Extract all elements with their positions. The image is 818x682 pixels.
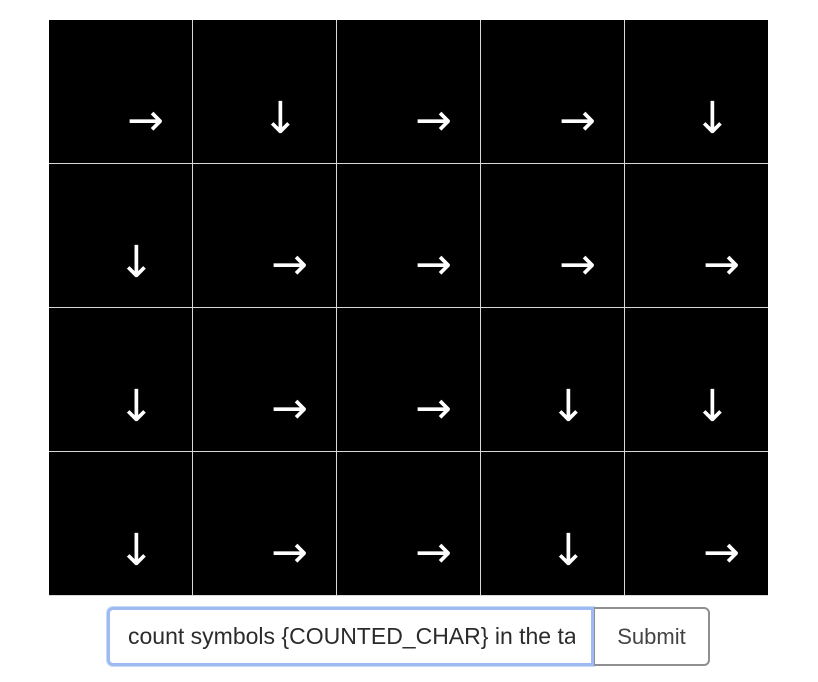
arrow-down-icon: ↓ xyxy=(550,381,587,432)
arrow-right-icon: → xyxy=(127,95,164,146)
grid-cell[interactable]: ↓ xyxy=(481,308,624,451)
arrow-down-icon: ↓ xyxy=(694,381,731,432)
arrow-down-icon: ↓ xyxy=(118,237,155,288)
arrow-down-icon: ↓ xyxy=(262,93,299,144)
answer-form: Submit xyxy=(107,607,710,666)
grid-cell[interactable]: → xyxy=(193,452,336,595)
grid-cell[interactable]: ↓ xyxy=(49,164,192,307)
grid-cell[interactable]: → xyxy=(625,452,768,595)
arrow-right-icon: → xyxy=(271,383,308,434)
arrow-right-icon: → xyxy=(559,239,596,290)
grid-cell[interactable]: ↓ xyxy=(625,20,768,163)
arrow-down-icon: ↓ xyxy=(694,93,731,144)
grid-cell[interactable]: → xyxy=(481,20,624,163)
grid-cell[interactable]: → xyxy=(337,452,480,595)
grid-cell[interactable]: → xyxy=(337,20,480,163)
submit-button[interactable]: Submit xyxy=(594,607,710,666)
grid-cell[interactable]: ↓ xyxy=(49,452,192,595)
grid-cell[interactable]: ↓ xyxy=(481,452,624,595)
arrow-right-icon: → xyxy=(703,239,740,290)
symbol-grid: → ↓ → → ↓ ↓ → → → → ↓ → → ↓ ↓ ↓ → → ↓ → xyxy=(49,20,768,596)
arrow-right-icon: → xyxy=(703,527,740,578)
arrow-right-icon: → xyxy=(415,527,452,578)
arrow-down-icon: ↓ xyxy=(550,525,587,576)
arrow-right-icon: → xyxy=(559,95,596,146)
grid-cell[interactable]: → xyxy=(337,164,480,307)
grid-cell[interactable]: ↓ xyxy=(193,20,336,163)
arrow-right-icon: → xyxy=(415,383,452,434)
answer-input[interactable] xyxy=(107,607,594,666)
arrow-right-icon: → xyxy=(271,527,308,578)
grid-cell[interactable]: ↓ xyxy=(625,308,768,451)
arrow-down-icon: ↓ xyxy=(118,525,155,576)
grid-cell[interactable]: → xyxy=(193,308,336,451)
arrow-right-icon: → xyxy=(271,239,308,290)
arrow-down-icon: ↓ xyxy=(118,381,155,432)
grid-cell[interactable]: → xyxy=(193,164,336,307)
grid-cell[interactable]: ↓ xyxy=(49,308,192,451)
arrow-right-icon: → xyxy=(415,95,452,146)
grid-cell[interactable]: → xyxy=(337,308,480,451)
grid-cell[interactable]: → xyxy=(625,164,768,307)
grid-cell[interactable]: → xyxy=(49,20,192,163)
arrow-right-icon: → xyxy=(415,239,452,290)
grid-cell[interactable]: → xyxy=(481,164,624,307)
